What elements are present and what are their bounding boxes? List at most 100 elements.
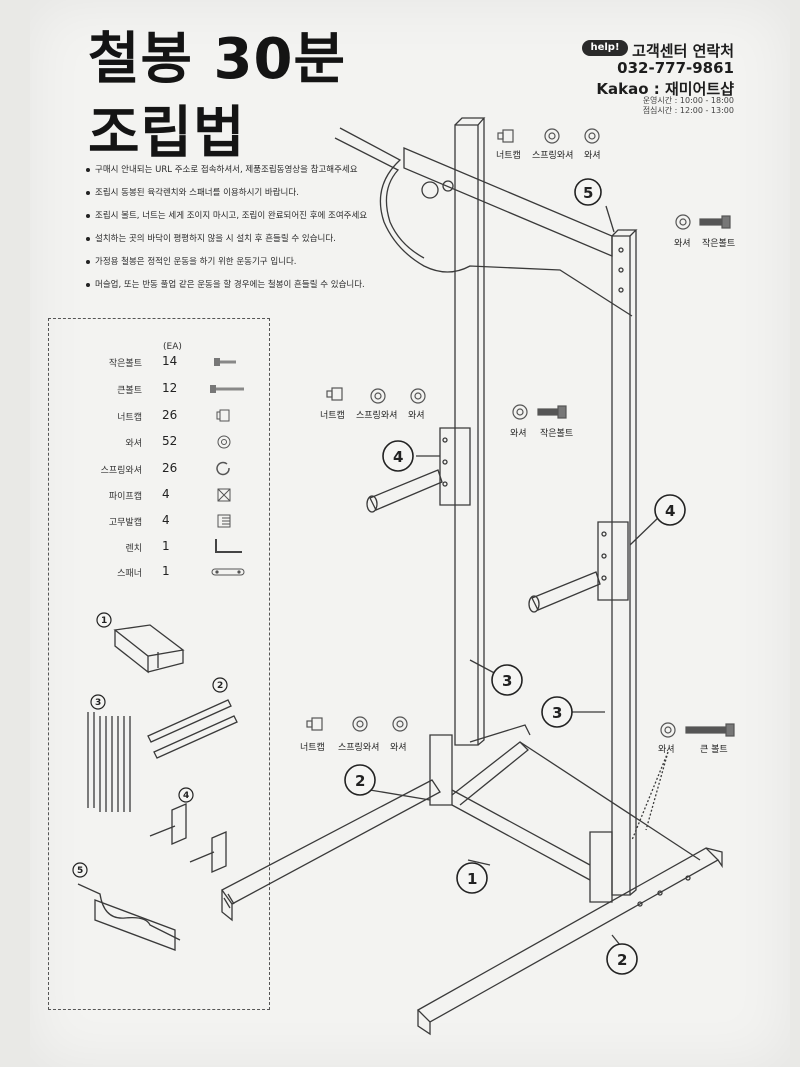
note-item: 조립시 볼트, 너트는 세게 조이지 마시고, 조립이 완료되어진 후에 조여주… [86,211,386,222]
label-nut-cap: 너트캡 [496,149,521,161]
note-text: 조립시 볼트, 너트는 세게 조이지 마시고, 조립이 완료되어진 후에 조여주… [95,211,368,221]
part-row: 스프링와셔 26 [80,461,250,483]
step-2-badge [344,764,376,796]
spring-washer-icon [544,128,560,144]
spring-washer-icon [370,388,386,404]
mini-part-feet-bars [147,699,238,759]
base-frame [429,724,701,903]
part-name: 고무발캡 [108,518,142,528]
part-qty: 4 [162,487,170,501]
holder-right [528,521,629,613]
part-qty: 26 [162,408,178,422]
part-name: 스프링와셔 [100,466,142,476]
bullet-icon [86,259,90,264]
step-number: 3 [552,704,562,722]
mini-part-uprights [87,712,131,812]
note-text: 가정용 철봉은 정적인 운동을 하기 위한 운동기구 입니다. [95,257,297,267]
rubber-foot-cap-icon [217,514,231,528]
mini-part-holders [149,803,227,873]
bullet-icon [86,167,90,172]
label-washer: 와셔 [408,409,425,421]
small-bolt-icon [699,215,731,229]
bullet-icon [86,213,90,218]
label-small-bolt: 작은볼트 [702,238,735,249]
title-line-1: 철봉 30분 [88,27,346,92]
pipe-cap-icon [217,488,231,502]
part-row: 고무발캡 4 [80,513,250,535]
part-row: 파이프캡 4 [80,487,250,509]
note-text: 설치하는 곳의 바닥이 평평하지 않을 시 설치 후 흔들릴 수 있습니다. [95,234,336,244]
part-row: 너트캡 26 [80,408,250,430]
note-text: 구매시 안내되는 URL 주소로 접속하셔서, 제품조립동영상을 참고해주세요 [95,165,358,175]
mini-step-number: 2 [217,681,223,691]
washer-icon [660,722,676,738]
step-number: 5 [583,184,593,202]
nut-cap-icon [497,129,514,143]
part-name: 작은볼트 [108,359,142,369]
label-small-bolt: 작은볼트 [540,428,573,439]
mini-part-base-frame [113,624,185,674]
part-row: 와셔 52 [80,434,250,456]
nut-cap-icon [326,387,343,401]
note-item: 설치하는 곳의 바닥이 평평하지 않을 시 설치 후 흔들릴 수 있습니다. [86,234,386,245]
title-line-2: 조립법 [88,101,246,166]
label-spring-washer: 스프링와셔 [356,409,397,421]
label-spring-washer: 스프링와셔 [532,149,573,161]
large-bolt-icon [210,385,244,393]
mini-step-number: 1 [101,616,107,626]
note-item: 구매시 안내되는 URL 주소로 접속하셔서, 제품조립동영상을 참고해주세요 [86,165,386,176]
foot-left [221,779,441,922]
washer-icon [410,388,426,404]
left-upright [454,117,486,746]
part-row: 큰볼트 12 [80,381,250,403]
step-3-badge [541,696,573,728]
part-name: 파이프캡 [108,492,142,502]
spanner-icon [211,568,245,576]
contact-phone: 032-777-9861 [617,59,734,77]
step-number: 4 [393,448,403,466]
step-5-badge [574,178,602,206]
contact-kakao: Kakao : 재미어트샵 [596,80,734,98]
large-bolt-icon [685,723,735,737]
washer-icon [217,435,231,449]
bullet-icon [86,236,90,241]
step-4-badge [382,440,414,472]
step-number: 1 [467,870,477,888]
bullet-icon [86,282,90,287]
step-number: 2 [355,772,365,790]
small-bolt-icon [537,405,567,419]
part-qty: 26 [162,461,178,475]
foot-right [416,847,723,1036]
parts-list-box [48,318,270,1010]
small-bolt-icon [214,358,236,366]
part-row: 렌치 1 [80,539,250,561]
part-name: 너트캡 [117,413,142,423]
mini-step-number: 5 [77,866,83,876]
note-text: 머슬업, 또는 반동 풀업 같은 운동을 할 경우에는 철봉이 흔들릴 수 있습… [95,280,365,290]
part-name: 와셔 [125,439,142,449]
assembly-notes: 구매시 안내되는 URL 주소로 접속하셔서, 제품조립동영상을 참고해주세요 … [86,165,386,303]
mini-step-number: 4 [183,791,189,801]
washer-icon [584,128,600,144]
part-qty: 4 [162,513,170,527]
part-qty: 12 [162,381,178,395]
step-1-badge [456,862,488,894]
step-3-badge [491,664,523,696]
holder-left [366,427,471,513]
contact-hours-open: 운영시간 : 10:00 - 18:00 [642,96,734,105]
mini-step-number: 3 [95,698,101,708]
instruction-sheet [30,0,790,1067]
part-name: 렌치 [125,544,142,554]
part-qty: 1 [162,564,170,578]
part-qty: 14 [162,354,178,368]
part-name: 큰볼트 [117,386,142,396]
contact-hours-lunch: 점심시간 : 12:00 - 13:00 [642,106,734,115]
part-qty: 52 [162,434,178,448]
bullet-icon [86,190,90,195]
label-washer: 와셔 [584,149,601,161]
washer-icon [675,214,691,230]
note-item: 머슬업, 또는 반동 풀업 같은 운동을 할 경우에는 철봉이 흔들릴 수 있습… [86,280,386,291]
label-washer: 와셔 [674,237,691,249]
label-nut-cap: 너트캡 [320,409,345,421]
